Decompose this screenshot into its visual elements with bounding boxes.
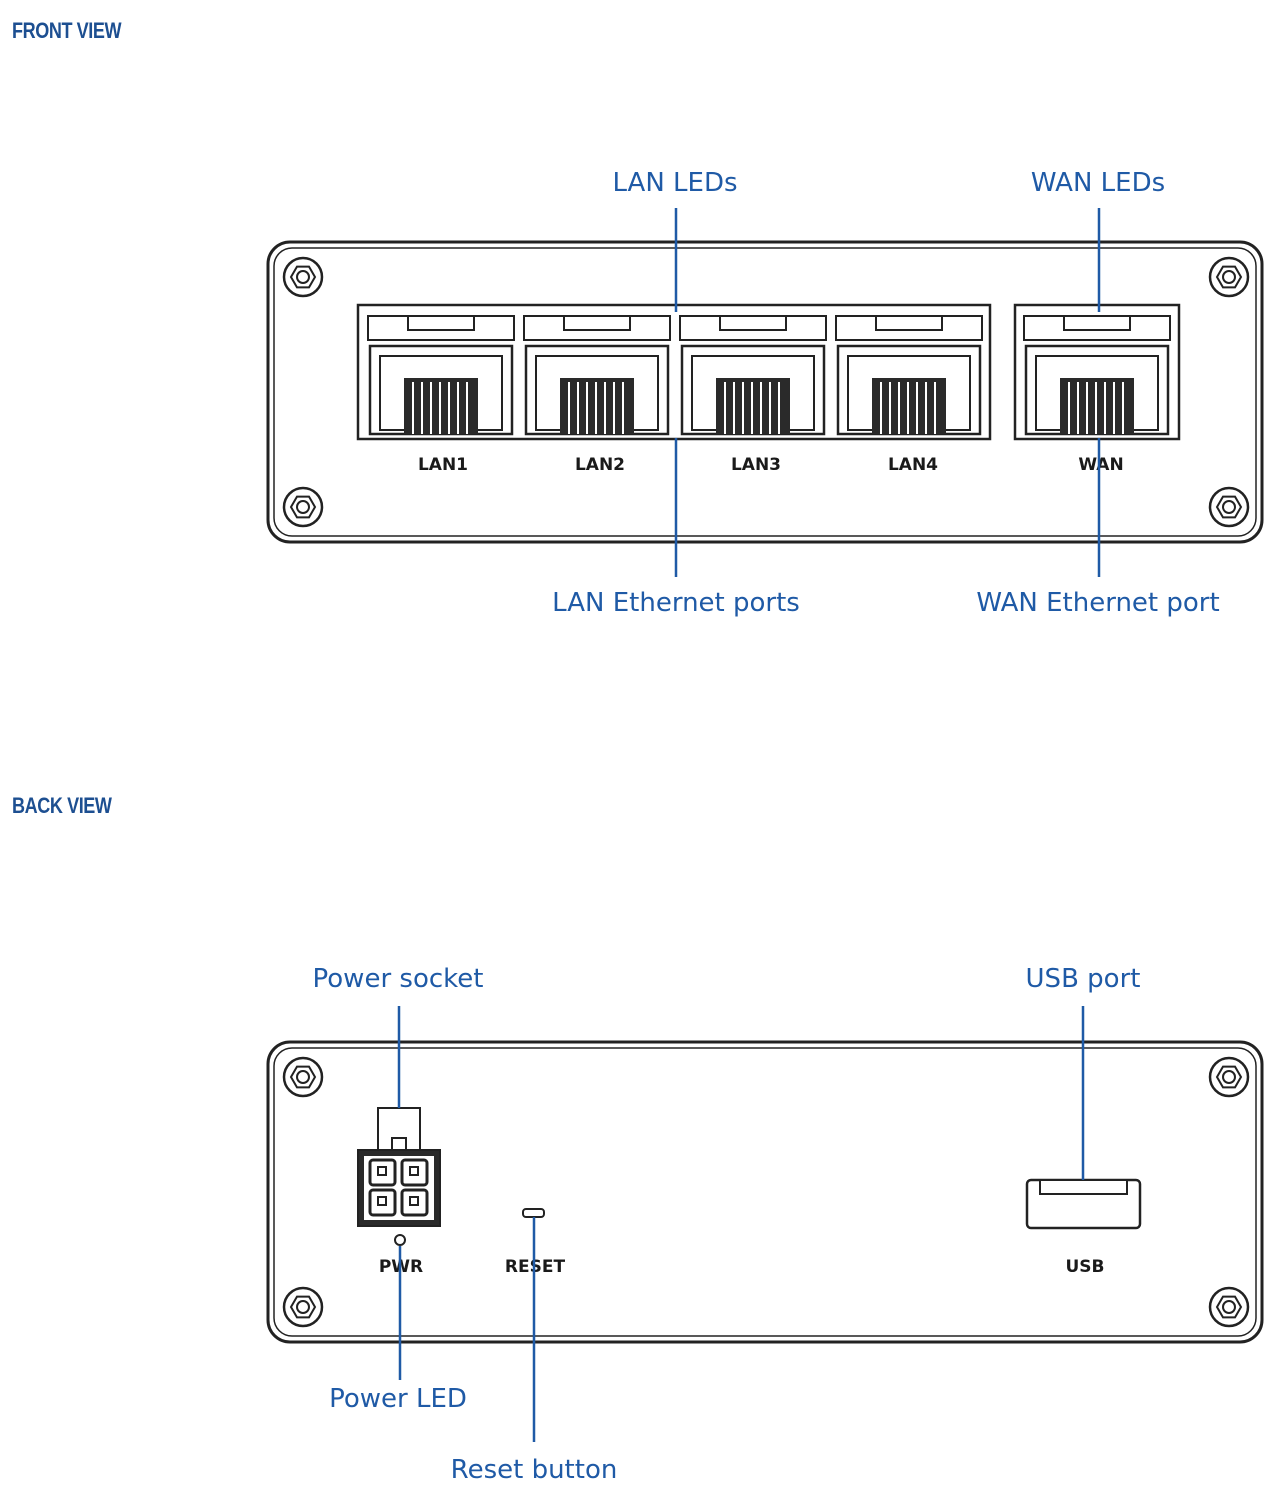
- usb-port-callout: USB port: [1025, 964, 1141, 994]
- lan-leds-callout: LAN LEDs: [612, 168, 738, 198]
- usb-label: USB: [1065, 1257, 1104, 1277]
- lan3-port-icon: [678, 314, 828, 436]
- lan1-label: LAN1: [418, 455, 468, 475]
- screw-icon: [282, 486, 324, 528]
- back-panel: [266, 1040, 1264, 1344]
- wan-port-icon: [1022, 314, 1172, 436]
- wan-leds-callout: WAN LEDs: [1030, 168, 1166, 198]
- front-view-title: FRONT VIEW: [12, 18, 122, 43]
- reset-button[interactable]: [522, 1208, 545, 1218]
- wan-ethernet-port-callout: WAN Ethernet port: [976, 588, 1220, 618]
- lan4-port-icon: [834, 314, 984, 436]
- back-view-title: BACK VIEW: [12, 793, 112, 818]
- screw-icon: [1208, 1286, 1250, 1328]
- lan1-port-icon: [366, 314, 516, 436]
- power-socket-callout: Power socket: [312, 964, 484, 994]
- lan2-port-icon: [522, 314, 672, 436]
- screw-icon: [282, 256, 324, 298]
- lan2-label: LAN2: [575, 455, 625, 475]
- screw-icon: [1208, 256, 1250, 298]
- lan-ethernet-ports-callout: LAN Ethernet ports: [552, 588, 800, 618]
- screw-icon: [1208, 1056, 1250, 1098]
- screw-icon: [1208, 486, 1250, 528]
- lan3-label: LAN3: [731, 455, 781, 475]
- usb-port-icon: [1025, 1178, 1142, 1230]
- screw-icon: [282, 1286, 324, 1328]
- power-socket-icon: [357, 1107, 441, 1227]
- lan4-label: LAN4: [888, 455, 938, 475]
- reset-button-callout: Reset button: [450, 1455, 618, 1485]
- screw-icon: [282, 1056, 324, 1098]
- power-led-icon: [394, 1234, 406, 1246]
- power-led-callout: Power LED: [329, 1384, 467, 1414]
- wan-label: WAN: [1078, 455, 1123, 475]
